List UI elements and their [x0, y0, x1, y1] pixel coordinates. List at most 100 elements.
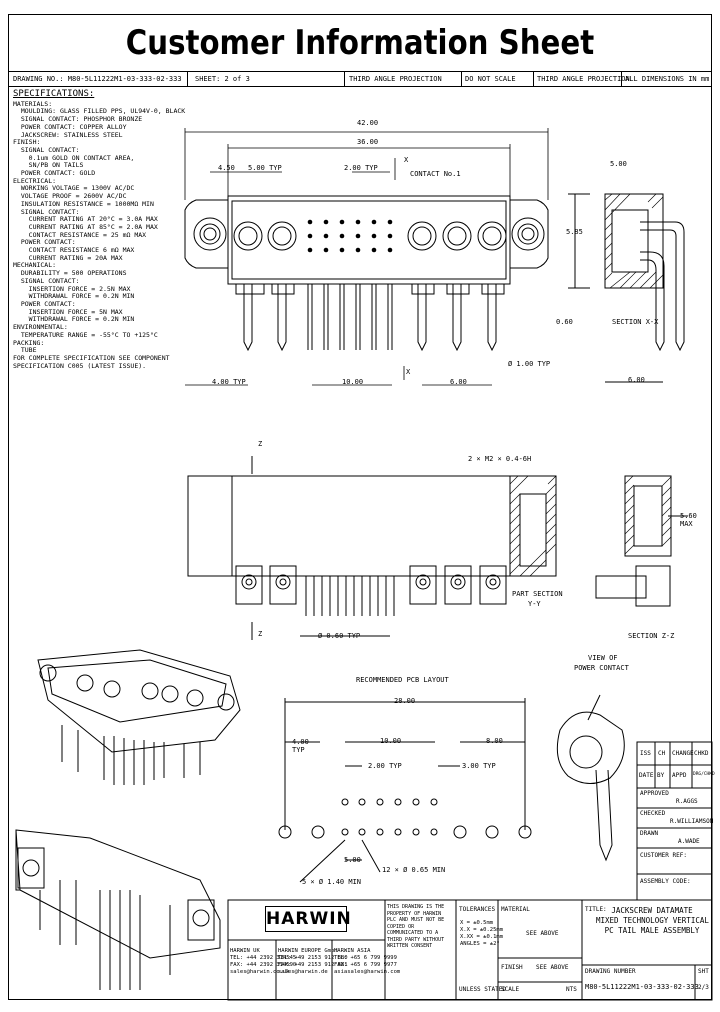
- x-marker-bottom: X: [406, 368, 411, 376]
- title-block-frame: [227, 899, 713, 1001]
- spec-line: POWER CONTACT: GOLD: [13, 169, 96, 178]
- dim-1000: 10.00: [342, 378, 364, 386]
- spec-line: MECHANICAL:: [13, 261, 57, 270]
- ownership-notice: THIS DRAWING IS THE PROPERTY OF HARWIN P…: [387, 904, 445, 949]
- title-label: TITLE:: [585, 906, 607, 913]
- spec-line: CURRENT RATING AT 85°C = 2.0A MAX: [13, 222, 158, 231]
- pcb-layout: [278, 698, 532, 883]
- view-of-label: VIEW OF: [588, 654, 618, 662]
- section-xx-label: SECTION X-X: [612, 318, 659, 326]
- third-angle: THIRD ANGLE PROJECTION: [537, 75, 630, 83]
- dim-600: 6.00: [450, 378, 467, 386]
- approved-label: APPROVED: [640, 790, 669, 797]
- dim-560max: 5.60 MAX: [680, 512, 697, 528]
- spec-line: POWER CONTACT: COPPER ALLOY: [13, 122, 127, 131]
- drawing-number-label: DRAWING NUMBER: [585, 968, 636, 975]
- spec-line: VOLTAGE PROOF = 2600V AC/DC: [13, 192, 127, 201]
- pcb-layout-title: RECOMMENDED PCB LAYOUT: [356, 676, 449, 684]
- dim-060typ: Ø 0.60 TYP: [318, 632, 361, 640]
- spec-line: CURRENT RATING AT 20°C = 3.0A MAX: [13, 215, 158, 224]
- rev-col-chkd: CHKD: [694, 750, 709, 757]
- spec-line: PACKING:: [13, 338, 45, 347]
- revision-block: [636, 741, 713, 901]
- spec-line: INSERTION FORCE = 5N MAX: [13, 307, 123, 316]
- spec-line: POWER CONTACT:: [13, 299, 76, 308]
- spec-line: 0.1um GOLD ON CONTACT AREA,: [13, 153, 135, 162]
- checked-by: R.WILLIAMSON: [670, 818, 714, 825]
- section-zz-label: SECTION Z-Z: [628, 632, 675, 640]
- spec-line: DURABILITY = 500 OPERATIONS: [13, 269, 127, 278]
- checked-label: CHECKED: [640, 810, 666, 817]
- connector-isometric-bottom: [15, 829, 221, 990]
- spec-line: FINISH:: [13, 138, 41, 147]
- z-marker-top: Z: [258, 440, 263, 448]
- spec-line: SIGNAL CONTACT:: [13, 207, 80, 216]
- spec-line: FOR COMPLETE SPECIFICATION SEE COMPONENT: [13, 353, 170, 362]
- specifications-block: SPECIFICATIONS: MATERIALS: MOULDING: GLA…: [13, 89, 188, 370]
- spec-line: POWER CONTACT:: [13, 238, 76, 247]
- pcb-dim-1000: 10.00: [380, 737, 402, 745]
- spec-line: TUBE: [13, 346, 37, 355]
- rev-col-change: CHANGE: [672, 750, 694, 757]
- rev-row-by: BY: [657, 772, 665, 779]
- rev-row-date: DATE: [639, 772, 654, 779]
- material-value: SEE ABOVE: [526, 930, 559, 937]
- spec-line: SIGNAL CONTACT:: [13, 145, 80, 154]
- spec-line: SIGNAL CONTACT: PHOSPHOR BRONZE: [13, 115, 143, 124]
- spec-line: ELECTRICAL:: [13, 176, 57, 185]
- sheet-number: SHEET: 2 of 3: [195, 75, 250, 83]
- sheet-label: SHT: [698, 968, 709, 975]
- pcb-hole-callout: 12 × Ø 0.65 MIN: [382, 866, 446, 874]
- rev-row-drgchkd: DRG/CHKD: [693, 772, 715, 777]
- dim-600-side: 6.00: [628, 376, 645, 384]
- pcb-dim-400typ: 4.00 TYP: [292, 738, 309, 754]
- dim-overall: 42.00: [357, 119, 379, 127]
- contact-1-label: CONTACT No.1: [410, 170, 461, 178]
- pcb-dim-500: 5.00: [344, 856, 361, 864]
- dim-500typ: 5.00 TYP: [248, 164, 282, 172]
- assembly-code: ASSEMBLY CODE:: [640, 878, 691, 885]
- page-title: Customer Information Sheet: [125, 23, 595, 63]
- dim-060: 0.60: [556, 318, 573, 326]
- scale-value: NTS: [566, 986, 577, 993]
- spec-line: WORKING VOLTAGE = 1300V AC/DC: [13, 184, 135, 193]
- header-strip: DRAWING NO.: M80-5L11222M1-03-333-02-333…: [9, 71, 711, 87]
- approved-by: R.AGGS: [676, 798, 698, 805]
- dimensions-note: ALL DIMENSIONS IN mm: [625, 75, 710, 83]
- z-marker-bottom: Z: [258, 630, 263, 638]
- customer-ref: CUSTOMER REF:: [640, 852, 687, 859]
- thread-callout: 2 × M2 × 0.4-6H: [468, 455, 532, 463]
- dim-200typ: 2.00 TYP: [344, 164, 378, 172]
- spec-line: MATERIALS:: [13, 99, 53, 108]
- spec-line: ENVIRONMENTAL:: [13, 323, 68, 332]
- spec-line: CURRENT RATING = 20A MAX: [13, 253, 123, 262]
- finish-label: FINISH: [501, 964, 523, 971]
- power-contact-label: POWER CONTACT: [574, 664, 629, 672]
- drawing-sheet: Customer Information Sheet DRAWING NO.: …: [8, 14, 712, 1000]
- drawn-by: A.WADE: [678, 838, 700, 845]
- sheet-value: 2/3: [698, 984, 709, 991]
- material-label: MATERIAL: [501, 906, 530, 913]
- x-marker-top: X: [404, 156, 409, 164]
- spec-line: SIGNAL CONTACT:: [13, 276, 80, 285]
- part-section-label: PART SECTION: [512, 590, 563, 598]
- specifications-heading: SPECIFICATIONS:: [13, 89, 95, 99]
- dim-pin-typ: Ø 1.00 TYP: [508, 360, 551, 368]
- spec-line: SN/PB ON TAILS: [13, 161, 84, 170]
- spec-line: MOULDING: GLASS FILLED PPS, UL94V-0, BLA…: [13, 107, 186, 116]
- power-contact-view: [556, 694, 625, 862]
- rev-row-appd: APPD: [672, 772, 687, 779]
- unless-stated: UNLESS STATED: [459, 986, 506, 993]
- connector-front-view: [184, 195, 549, 352]
- rev-col-iss: ISS: [640, 750, 651, 757]
- dim-585: 5.85: [566, 228, 583, 236]
- spec-line: WITHDRAWAL FORCE = 0.2N MIN: [13, 315, 135, 324]
- dim-450: 4.50: [218, 164, 235, 172]
- y-y-label: Y-Y: [528, 600, 541, 608]
